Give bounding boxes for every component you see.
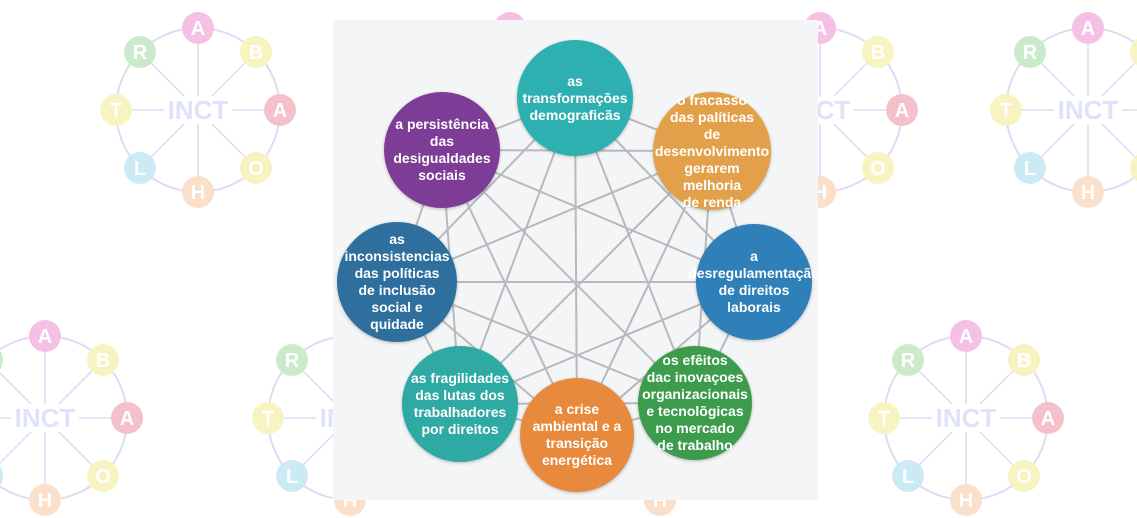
node-labor-rights-deregulation: a desregulamentação de direitos laborais [688,224,820,340]
node-demographic-transformations: as transformações demograficãs [517,40,633,156]
node-label: a desregulamentação de direitos laborais [688,248,820,315]
node-social-inequality: a persistência das desigualdades sociais [384,92,500,208]
svg-text:B: B [249,42,263,64]
node-label: as fragilidades das lutas dos trabalhado… [410,370,510,437]
svg-text:L: L [134,158,146,180]
node-label: a crise ambiental e a transição energéti… [532,401,622,468]
svg-text:O: O [95,466,111,488]
svg-text:A: A [38,326,52,348]
svg-text:H: H [959,490,973,512]
node-worker-struggles: as fragilidades das lutas dos trabalhado… [402,346,518,462]
svg-text:B: B [871,42,885,64]
svg-text:O: O [870,158,886,180]
diagram-panel: as transformações demograficãs o fracass… [333,20,820,500]
svg-text:H: H [38,490,52,512]
node-label: as transformações demograficãs [522,72,628,123]
svg-text:O: O [248,158,264,180]
svg-text:A: A [895,100,909,122]
svg-text:O: O [1016,466,1032,488]
svg-text:T: T [110,100,122,122]
svg-text:B: B [96,350,110,372]
svg-text:A: A [191,18,205,40]
svg-text:H: H [1081,182,1095,204]
svg-text:INCT: INCT [168,95,229,125]
svg-text:A: A [1081,18,1095,40]
node-label: as inconsistencias das políticas de incl… [344,231,450,332]
svg-text:INCT: INCT [1058,95,1119,125]
node-label: a persistência das desigualdades sociais [393,116,491,183]
svg-text:R: R [901,350,916,372]
svg-text:B: B [1017,350,1031,372]
svg-text:L: L [286,466,298,488]
svg-text:A: A [1041,408,1055,430]
node-development-policies-failure: o fracasso das palíticas de desenvolvime… [653,92,771,210]
watermark-logo: INCT A B A O H L T R [100,12,296,208]
node-label: o fracasso das palíticas de desenvolvime… [654,91,770,210]
svg-text:INCT: INCT [936,403,997,433]
svg-text:T: T [1000,100,1012,122]
svg-text:A: A [273,100,287,122]
node-environmental-crisis: a crise ambiental e a transição energéti… [520,378,634,492]
node-inclusion-policy-inconsistencies: as inconsistencias das políticas de incl… [337,222,457,342]
svg-text:L: L [1024,158,1036,180]
svg-text:R: R [133,42,148,64]
svg-text:T: T [262,408,274,430]
svg-text:R: R [285,350,300,372]
svg-text:T: T [878,408,890,430]
svg-text:H: H [191,182,205,204]
svg-text:R: R [1023,42,1038,64]
svg-text:INCT: INCT [15,403,76,433]
node-label: os efêitos dac inovaçoes organizacionais… [642,352,748,453]
watermark-logo: INCT A B A O H L T R [868,320,1064,516]
svg-text:A: A [959,326,973,348]
svg-text:A: A [120,408,134,430]
svg-text:L: L [902,466,914,488]
connection-line [441,149,696,404]
node-innovation-effects: os efêitos dac inovaçoes organizacionais… [638,346,752,460]
